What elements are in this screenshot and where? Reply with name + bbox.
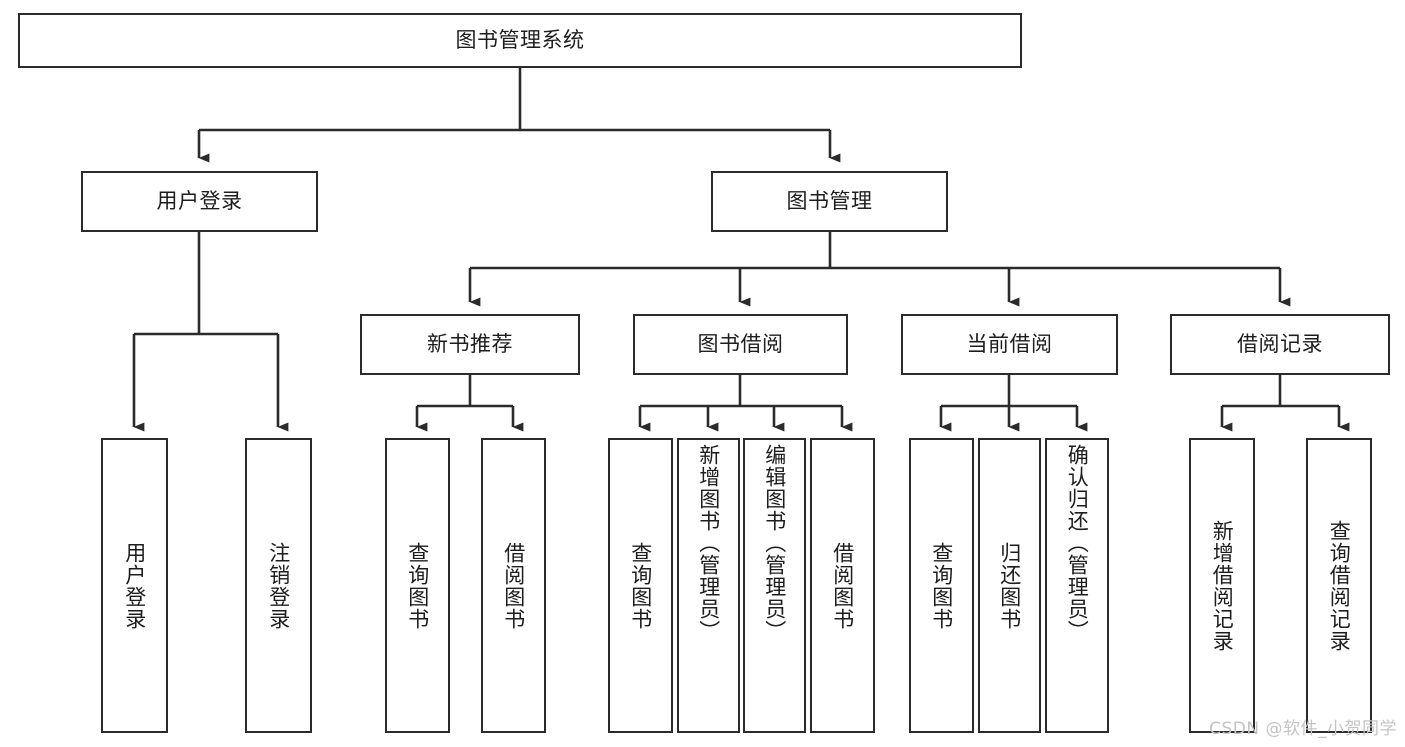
- node-label: 查询图书: [929, 541, 954, 630]
- node-label: 确认归还（管理员）: [1065, 444, 1090, 642]
- node-label: 查询图书: [628, 541, 653, 630]
- node-book-management-system[interactable]: 图书管理系统: [18, 13, 1022, 68]
- node-borrow-record[interactable]: 借阅记录: [1170, 314, 1390, 375]
- node-label: 借阅记录: [1237, 331, 1323, 356]
- node-label: 图书管理: [786, 188, 873, 213]
- node-label: 用户登录: [122, 541, 147, 630]
- node-leaf-logout-login[interactable]: 注销登录: [245, 438, 312, 733]
- node-label: 查询图书: [405, 541, 430, 630]
- node-leaf-return-book[interactable]: 归还图书: [978, 438, 1041, 733]
- node-current-borrow[interactable]: 当前借阅: [901, 314, 1118, 375]
- node-label: 图书管理系统: [455, 27, 585, 52]
- node-leaf-query-book-2[interactable]: 查询图书: [608, 438, 673, 733]
- node-new-book-recommend[interactable]: 新书推荐: [360, 314, 580, 375]
- node-leaf-query-borrow-record[interactable]: 查询借阅记录: [1306, 438, 1372, 733]
- node-label: 新书推荐: [427, 331, 513, 356]
- node-book-management[interactable]: 图书管理: [711, 171, 948, 232]
- node-label: 归还图书: [997, 541, 1022, 630]
- node-user-login[interactable]: 用户登录: [81, 171, 318, 232]
- node-label: 注销登录: [266, 541, 291, 630]
- node-leaf-query-book-3[interactable]: 查询图书: [909, 438, 974, 733]
- node-label: 查询借阅记录: [1327, 519, 1352, 652]
- node-label: 新增借阅记录: [1210, 519, 1235, 652]
- node-leaf-user-login[interactable]: 用户登录: [101, 438, 168, 733]
- node-label: 新增图书（管理员）: [696, 444, 721, 642]
- node-leaf-add-book-admin[interactable]: 新增图书（管理员）: [677, 438, 740, 733]
- node-label: 用户登录: [156, 188, 243, 213]
- node-leaf-edit-book-admin[interactable]: 编辑图书（管理员）: [743, 438, 806, 733]
- node-label: 图书借阅: [697, 331, 784, 356]
- node-label: 借阅图书: [501, 541, 526, 630]
- node-leaf-borrow-book-1[interactable]: 借阅图书: [481, 438, 546, 733]
- node-book-borrow[interactable]: 图书借阅: [633, 314, 848, 375]
- node-label: 借阅图书: [830, 541, 855, 630]
- node-leaf-add-borrow-record[interactable]: 新增借阅记录: [1189, 438, 1255, 733]
- node-label: 编辑图书（管理员）: [762, 444, 787, 642]
- node-label: 当前借阅: [966, 331, 1053, 356]
- node-leaf-query-book-1[interactable]: 查询图书: [385, 438, 450, 733]
- node-leaf-confirm-return-admin[interactable]: 确认归还（管理员）: [1045, 438, 1109, 733]
- node-leaf-borrow-book-2[interactable]: 借阅图书: [810, 438, 875, 733]
